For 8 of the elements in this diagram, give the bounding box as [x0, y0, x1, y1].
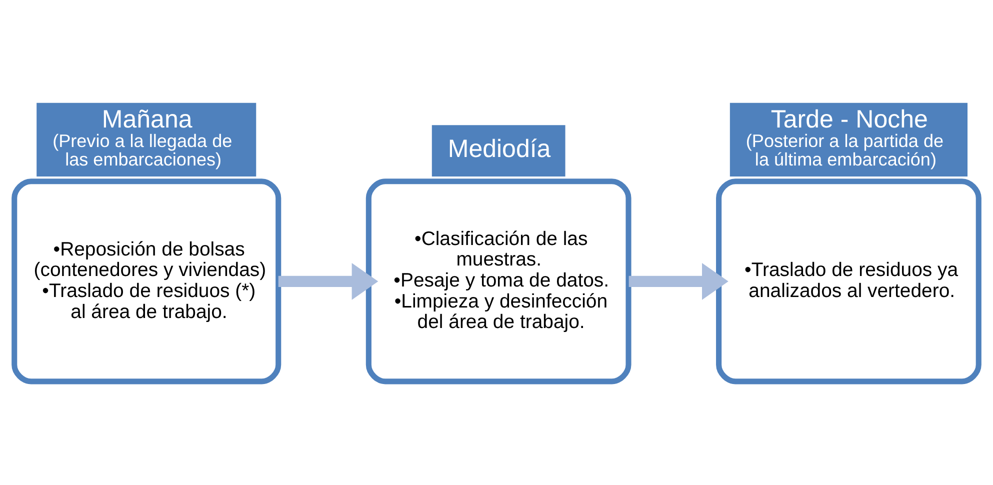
node-box: •Clasificación de las muestras. •Pesaje y toma de datos. •Limpieza y desinfección del área de trabajo. — [366, 178, 632, 384]
node-box: •Reposición de bolsas (contenedores y viviendas) •Traslado de residuos (*) al área de trabajo. — [12, 178, 282, 384]
node-box: Tarde - Noche (Posterior a la partida de la última embarcación) — [730, 102, 968, 176]
node-box: Mediodía — [432, 125, 566, 176]
node-box: Mañana (Previo a la llegada de las embarcaciones) — [36, 102, 256, 176]
arrow — [628, 262, 728, 300]
arrow — [278, 262, 378, 300]
node-box: •Traslado de residuos ya analizados al vertedero. — [716, 178, 982, 384]
